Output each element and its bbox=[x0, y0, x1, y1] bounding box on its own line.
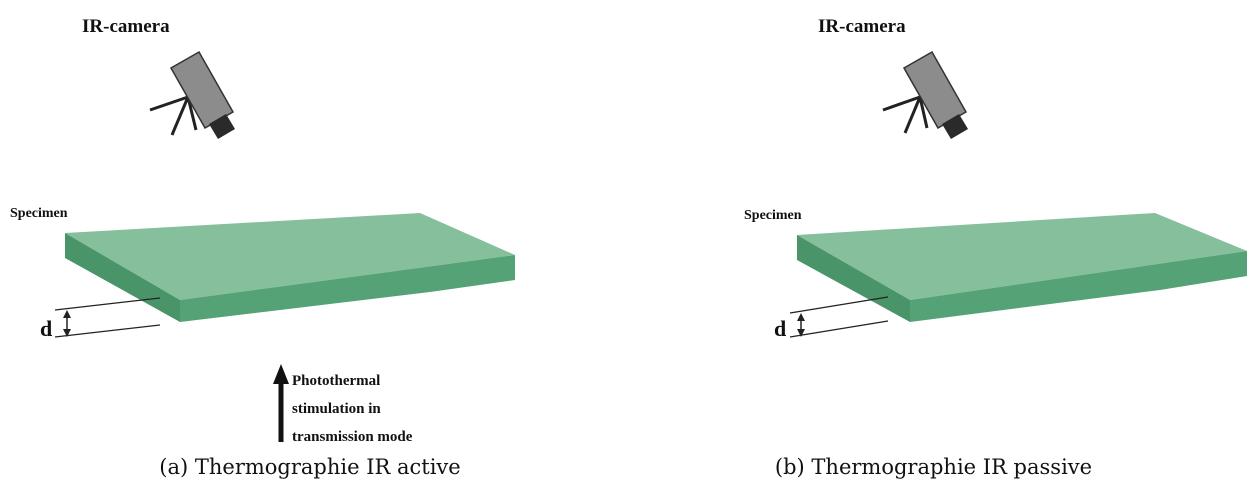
ir-camera-icon bbox=[149, 50, 235, 139]
stimulation-line: stimulation in bbox=[292, 401, 381, 417]
ir-camera-icon bbox=[882, 50, 968, 139]
caption-b: (b) Thermographie IR passive bbox=[774, 455, 1093, 479]
thickness-label: d bbox=[774, 316, 786, 341]
stimulation-line: transmission mode bbox=[292, 429, 413, 445]
thickness-indicator bbox=[789, 296, 889, 338]
camera-label: IR-camera bbox=[818, 16, 906, 37]
specimen-label: Specimen bbox=[10, 206, 68, 221]
stimulation-text: Photothermal stimulation in transmission… bbox=[292, 373, 413, 445]
specimen-slab bbox=[65, 213, 515, 322]
specimen-slab bbox=[797, 213, 1247, 322]
panel-active-thermography: IR-camera Specimen d bbox=[0, 0, 620, 497]
camera-label: IR-camera bbox=[82, 16, 170, 37]
up-arrow-icon bbox=[273, 364, 289, 442]
caption-a: (a) Thermographie IR active bbox=[159, 455, 461, 479]
specimen-label: Specimen bbox=[744, 208, 802, 223]
diagram-active: IR-camera Specimen d bbox=[10, 16, 515, 445]
stimulation-line: Photothermal bbox=[292, 373, 380, 389]
thickness-label: d bbox=[40, 316, 52, 341]
panel-passive-thermography: IR-camera Specimen d (b) Thermographie I… bbox=[620, 0, 1247, 497]
thickness-indicator bbox=[54, 297, 161, 338]
diagram-passive: IR-camera Specimen d bbox=[744, 16, 1247, 341]
